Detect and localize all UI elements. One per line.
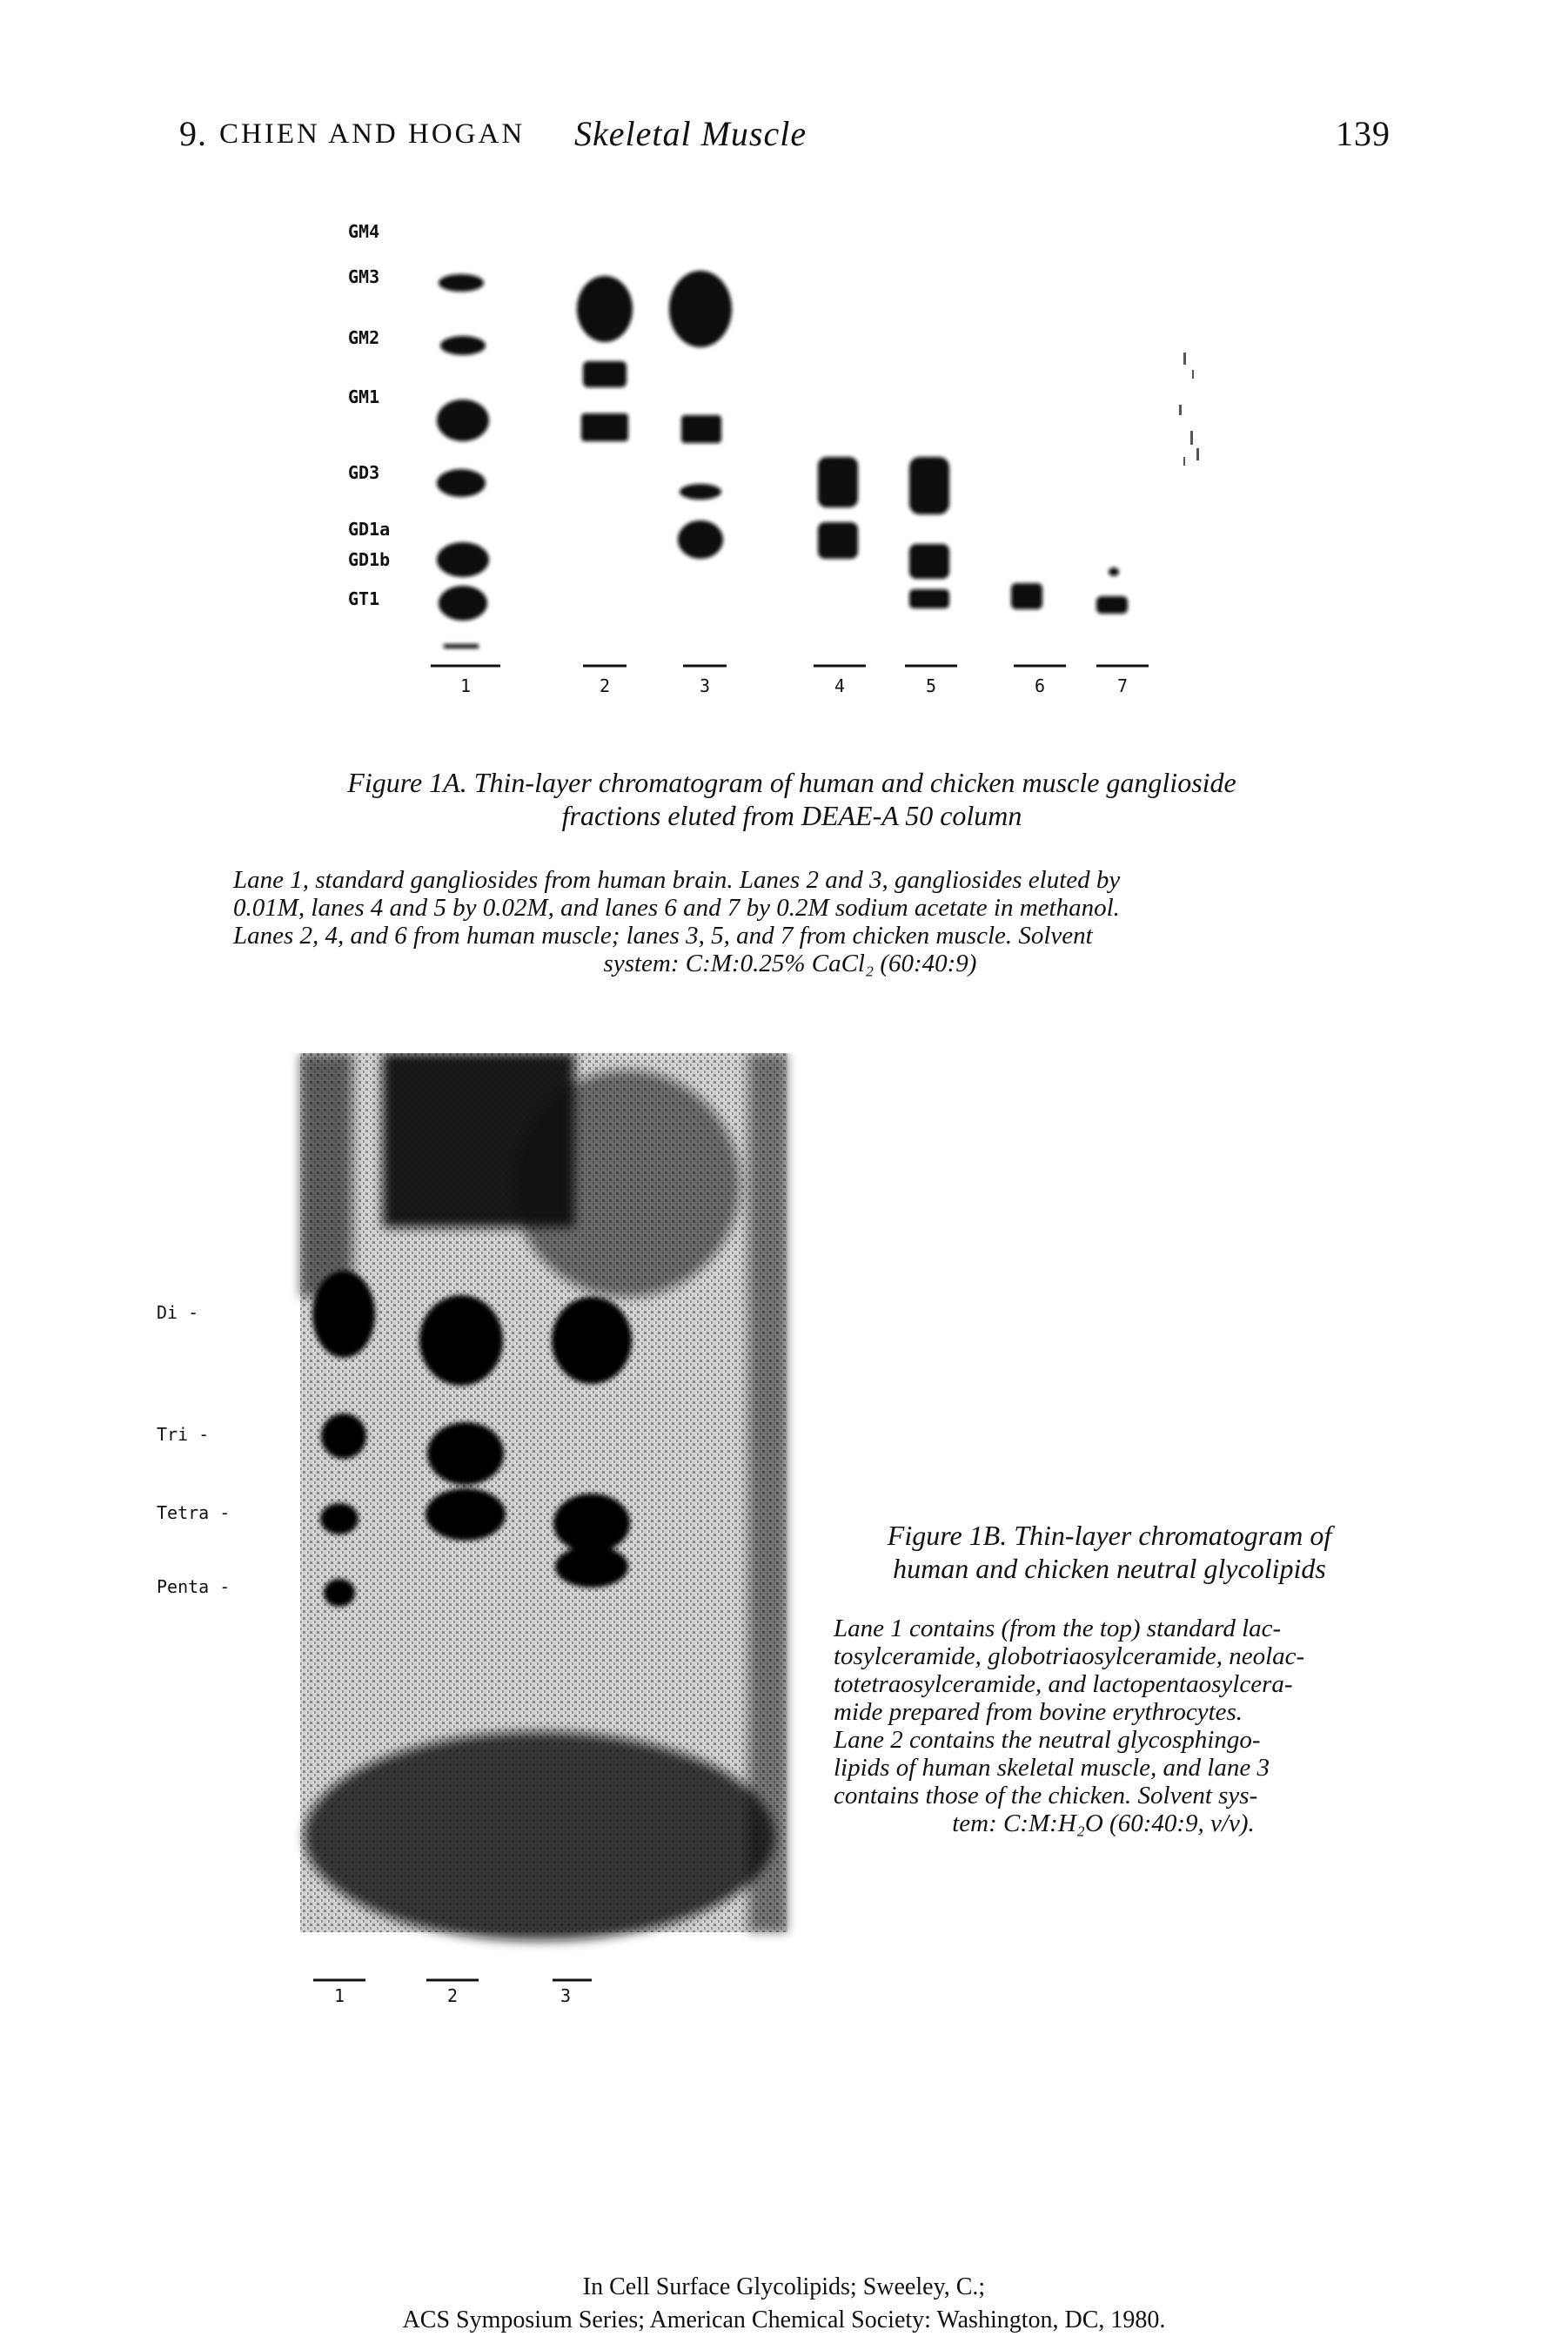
spot [437,469,486,497]
std-label-gm3: GM3 [348,266,379,287]
page-number: 139 [1336,114,1390,153]
spot [909,589,949,608]
spot [444,644,479,648]
spot [426,1488,506,1541]
lane-label: 2 [600,675,610,696]
std-label-penta: Penta - [157,1576,230,1597]
spot [320,1503,358,1534]
spot [552,1297,632,1384]
std-label-gd3: GD3 [348,462,379,483]
figure-1b-caption-title: Figure 1B. Thin-layer chromatogram of hu… [887,1520,1332,1584]
lane-label: 3 [560,1985,571,2006]
spot [439,586,487,621]
spot [818,457,858,507]
spot [818,522,858,559]
lane-label: 1 [460,675,471,696]
spot [440,336,486,355]
spot [321,1413,366,1459]
std-label-gm4: GM4 [348,221,379,242]
spot [419,1295,503,1386]
spot [669,271,732,347]
figure-1a-chromatogram: GM4 GM3 GM2 GM1 GD3 GD1a GD1b GT1 [348,221,1199,696]
lane-label: 1 [334,1985,345,2006]
figure-1b-chromatogram: Di - Tri - Tetra - Penta - 1 2 3 [157,1053,787,2006]
figure-1b-caption-body: Lane 1 contains (from the top) standard … [834,1615,1305,1837]
tlc-spots [437,271,1128,648]
chapter-number: 9. [179,114,207,153]
lane-label: 4 [834,675,845,696]
running-title: Skeletal Muscle [574,114,807,153]
plate-dark-regions [300,1053,787,1941]
spot [581,413,628,441]
tlc-spots [312,1271,632,1607]
spot [324,1579,355,1607]
spot [583,361,627,387]
spot [1109,567,1119,576]
lane-label: 2 [447,1985,458,2006]
spot [909,544,949,579]
std-label-di: Di - [157,1302,198,1323]
std-label-gm2: GM2 [348,327,379,348]
spot [680,484,721,500]
std-label-gt1: GT1 [348,588,379,609]
figure-1a-caption-body: Lane 1, standard gangliosides from human… [233,866,1121,977]
lane-label: 7 [1117,675,1128,696]
spot [909,457,949,514]
std-label-gm1: GM1 [348,386,379,407]
footer-citation-line2: ACS Symposium Series; American Chemical … [402,2306,1166,2333]
spot [437,400,489,441]
spot [312,1271,375,1358]
std-label-tetra: Tetra - [157,1502,230,1523]
spot [678,520,723,559]
spot [1011,583,1042,609]
std-label-gd1b: GD1b [348,549,390,570]
std-label-gd1a: GD1a [348,519,390,540]
faint-speckle [1179,352,1199,466]
figure-1a-caption-title: Figure 1A. Thin-layer chromatogram of hu… [347,767,1236,831]
spot [577,276,633,342]
spot [437,542,489,577]
spot [427,1422,504,1485]
footer-citation-line1: In Cell Surface Glycolipids; Sweeley, C.… [582,2273,986,2300]
lane-label: 3 [700,675,710,696]
spot [439,274,484,292]
spot [681,415,721,443]
spot [555,1546,628,1588]
spot [1096,596,1128,614]
lane-label: 6 [1035,675,1045,696]
lane-label: 5 [926,675,936,696]
running-authors: CHIEN AND HOGAN [219,118,526,150]
std-label-tri: Tri - [157,1424,209,1445]
spot [553,1494,630,1553]
